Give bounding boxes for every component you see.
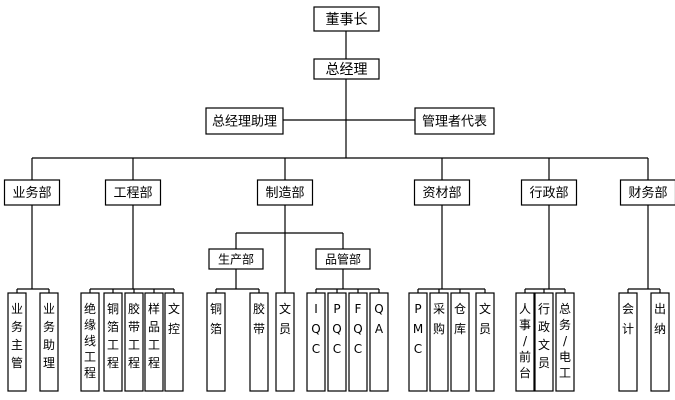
unit-materials-2-label: 仓库 <box>454 302 466 336</box>
unit-sales-0-label: 业务主管 <box>11 302 23 370</box>
unit-engineering-0-label: 绝缘线工程 <box>84 301 96 380</box>
unit-admin-0-label: 人事/前台 <box>519 302 531 380</box>
dept-finance-box-label: 财务部 <box>628 185 667 201</box>
representative-box: 管理者代表 <box>414 107 495 135</box>
unit-production-1-label: 胶带 <box>253 301 265 336</box>
dept-sales-box: 业务部 <box>3 179 61 206</box>
unit-engineering-4-label: 文控 <box>168 301 180 336</box>
dept-sales-box-label: 业务部 <box>12 185 51 201</box>
unit-materials-1: 采购 <box>429 292 449 392</box>
subdept-qc-box-label: 品管部 <box>325 251 361 266</box>
unit-finance-1-label: 出纳 <box>654 302 666 336</box>
org-nodes: 董事长总经理总经理助理管理者代表业务部业务主管业务助理工程部绝缘线工程铜箔工程胶… <box>3 6 675 392</box>
dept-engineering-box-label: 工程部 <box>113 186 152 201</box>
general-manager-box: 总经理 <box>313 58 380 80</box>
unit-engineering-4: 文控 <box>164 292 184 392</box>
general-manager-box-label: 总经理 <box>326 62 368 78</box>
unit-finance-0: 会计 <box>618 292 638 392</box>
unit-engineering-1-label: 铜箔工程 <box>107 301 119 370</box>
unit-manufacturing-clerk: 文员 <box>275 292 295 392</box>
unit-engineering-1: 铜箔工程 <box>103 292 123 392</box>
unit-finance-1: 出纳 <box>650 292 670 392</box>
unit-manufacturing-clerk-label: 文员 <box>279 301 291 336</box>
unit-admin-0: 人事/前台 <box>515 292 535 392</box>
unit-finance-0-label: 会计 <box>622 302 634 336</box>
unit-engineering-2-label: 胶带工程 <box>128 301 140 370</box>
chairman-box: 董事长 <box>313 6 380 32</box>
dept-engineering-box: 工程部 <box>104 179 162 206</box>
unit-materials-2: 仓库 <box>450 292 470 392</box>
unit-sales-0: 业务主管 <box>7 292 27 392</box>
unit-production-1: 胶带 <box>249 292 269 392</box>
dept-admin-box: 行政部 <box>520 179 578 206</box>
dept-manufacturing-box: 制造部 <box>256 179 314 206</box>
subdept-qc-box: 品管部 <box>315 248 371 270</box>
unit-materials-1-label: 采购 <box>433 302 445 336</box>
dept-materials-box: 资材部 <box>413 179 471 206</box>
unit-admin-1: 行政文员 <box>534 292 554 392</box>
unit-admin-2-label: 总务/电工 <box>559 302 571 380</box>
unit-sales-1: 业务助理 <box>39 292 59 392</box>
unit-admin-2: 总务/电工 <box>555 292 575 392</box>
subdept-production-box: 生产部 <box>208 248 264 270</box>
unit-engineering-0: 绝缘线工程 <box>80 292 100 392</box>
representative-box-label: 管理者代表 <box>422 115 487 130</box>
chairman-box-label: 董事长 <box>326 12 368 28</box>
unit-engineering-3-label: 样品工程 <box>148 301 160 370</box>
subdept-production-box-label: 生产部 <box>218 251 254 266</box>
unit-production-0: 铜箔 <box>206 292 226 392</box>
unit-sales-1-label: 业务助理 <box>43 302 55 370</box>
dept-finance-box: 财务部 <box>619 179 675 206</box>
unit-production-0-label: 铜箔 <box>210 301 222 336</box>
dept-manufacturing-box-label: 制造部 <box>265 186 304 201</box>
assistant-box-label: 总经理助理 <box>212 115 277 130</box>
connector-lines <box>16 31 661 293</box>
assistant-box: 总经理助理 <box>205 107 284 135</box>
unit-engineering-2: 胶带工程 <box>124 292 144 392</box>
dept-materials-box-label: 资材部 <box>422 186 461 201</box>
unit-materials-3-label: 文员 <box>479 301 491 336</box>
dept-admin-box-label: 行政部 <box>529 186 568 201</box>
unit-admin-1-label: 行政文员 <box>538 302 550 370</box>
unit-materials-3: 文员 <box>475 292 495 392</box>
unit-engineering-3: 样品工程 <box>144 292 164 392</box>
